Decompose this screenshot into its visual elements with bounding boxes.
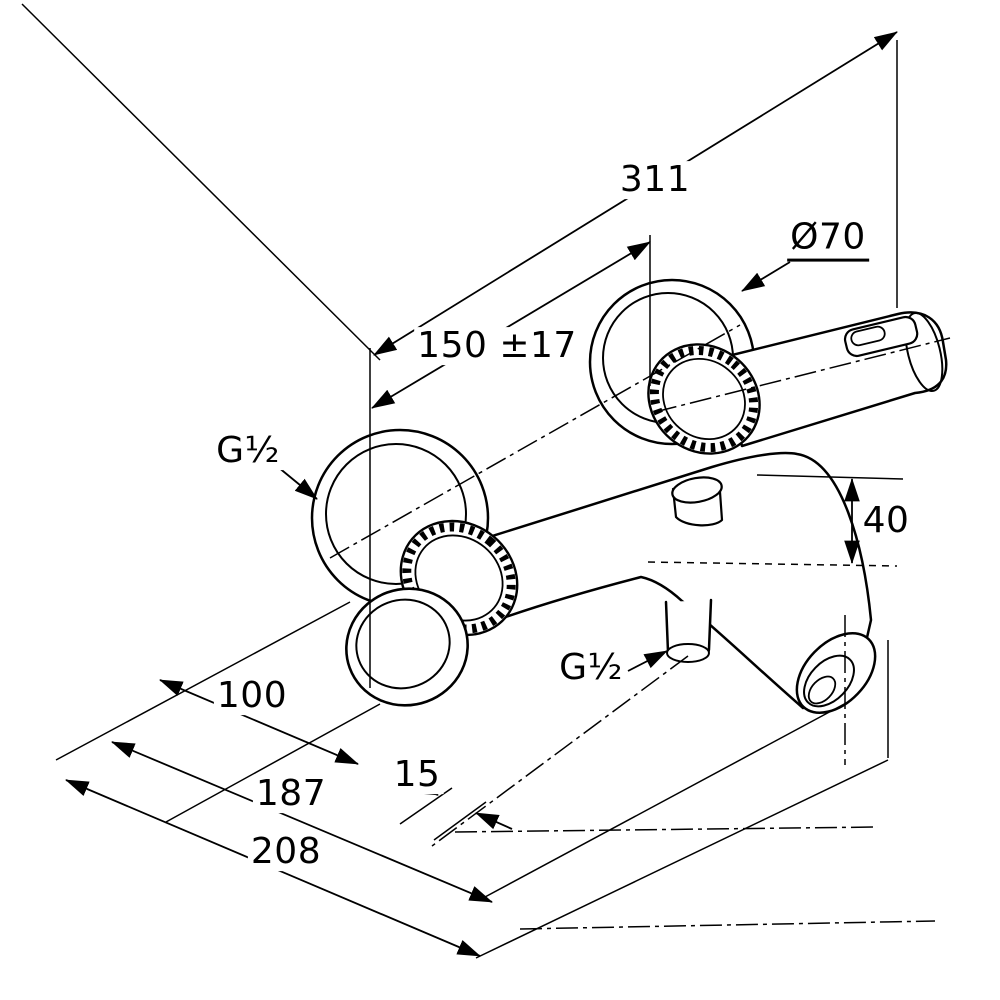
shower-outlet-face <box>666 643 710 663</box>
ext-line-spout-tip <box>484 701 849 898</box>
leader-diameter-70 <box>741 261 791 292</box>
shower-outlet <box>664 598 713 663</box>
dim-label-connection-distance: 150 ±17 <box>414 327 580 365</box>
construction-line-topleft <box>21 3 381 361</box>
handle-left-cap-inner <box>355 598 451 690</box>
handle-left-knurl <box>399 519 519 637</box>
dim-label-overall-width: 311 <box>616 161 694 199</box>
ext-line-15-b <box>433 801 487 841</box>
reference-line-b <box>519 920 936 930</box>
knurl-right-teeth <box>649 345 759 453</box>
dim-label-spout-depth: 187 <box>252 775 330 813</box>
spout-aerator <box>807 675 837 705</box>
mixer-body-outline <box>465 451 873 710</box>
dim-label-outlet-offset: 15 <box>390 756 444 794</box>
dim-label-thread-left: G½ <box>213 432 283 470</box>
leader-g12-outlet <box>627 650 668 672</box>
handle-right-endcap <box>904 311 944 393</box>
main-axis-centerline <box>329 324 741 559</box>
leader-g12-left <box>277 466 318 500</box>
diverter-knob <box>671 476 724 527</box>
dim-arrow-15-right <box>475 812 513 830</box>
handle-right-centerline <box>654 337 951 413</box>
dim-label-spout-offset: 40 <box>859 502 913 540</box>
reference-line-a <box>454 826 879 833</box>
mixer-body-drawing <box>310 278 948 714</box>
dim-label-escutcheon-diameter: Ø70 <box>787 218 869 262</box>
ext-line-wall-plane <box>55 601 351 761</box>
diverter-knob-top <box>671 476 723 504</box>
spout-outlet <box>795 632 877 714</box>
hidden-body-line <box>647 561 898 567</box>
ext-line-overall-depth <box>475 759 889 959</box>
dim-label-handle-depth: 100 <box>213 677 291 715</box>
dim-label-thread-outlet: G½ <box>556 649 626 687</box>
dim-line-150 <box>371 241 651 409</box>
ext-line-15-a <box>399 787 453 825</box>
ext-line-40-top <box>756 474 904 480</box>
dim-label-overall-depth: 208 <box>247 833 325 871</box>
body-and-spout <box>465 451 873 710</box>
handle-left-cap <box>345 587 469 707</box>
